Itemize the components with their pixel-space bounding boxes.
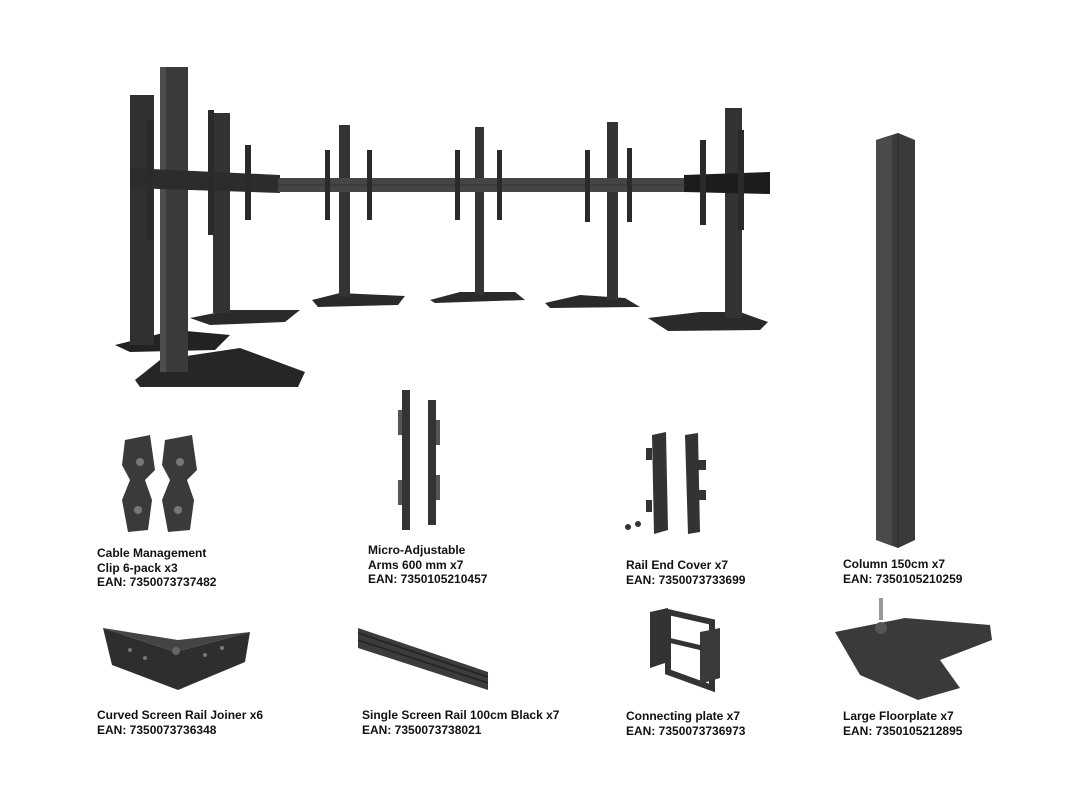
column-label: Column 150cm x7 EAN: 7350105210259 (843, 557, 962, 586)
part-name-line: Connecting plate x7 (626, 709, 741, 723)
column-4 (339, 125, 350, 297)
column-6 (607, 122, 618, 300)
screen-rail-icon (357, 628, 489, 690)
rail-joiner-label: Curved Screen Rail Joiner x6 EAN: 735007… (97, 708, 263, 737)
ean-code: EAN: 7350073737482 (97, 575, 217, 589)
part-name-line: Clip 6-pack x3 (97, 560, 178, 575)
assembled-stand (115, 67, 770, 387)
column-7 (725, 108, 742, 318)
column-5 (475, 127, 484, 295)
floorplate-6 (545, 295, 640, 308)
ean-code: EAN: 7350105212895 (843, 723, 963, 738)
floorplate-3 (190, 310, 300, 325)
rail-end-cover-label: Rail End Cover x7 EAN: 7350073733699 (626, 558, 745, 587)
column-icon (876, 133, 915, 548)
floorplate-7 (648, 312, 768, 331)
ean-code: EAN: 7350073736973 (626, 723, 746, 738)
cable-clip-icon (122, 435, 197, 532)
screen-rail-label: Single Screen Rail 100cm Black x7 EAN: 7… (362, 708, 559, 737)
rail-end-cover-icon (625, 432, 706, 534)
arm (147, 120, 153, 240)
ean-code: EAN: 7350105210259 (843, 571, 963, 586)
part-name-line: Large Floorplate x7 (843, 709, 954, 723)
part-name-line: Arms 600 mm x7 (368, 557, 464, 572)
part-name-line: Curved Screen Rail Joiner x6 (97, 708, 264, 722)
floorplate-4 (312, 293, 405, 307)
connecting-plate-icon (650, 608, 720, 693)
rail-left (130, 168, 280, 193)
rail-joiner-icon (103, 628, 250, 690)
column-3 (213, 113, 230, 313)
ean-code: EAN: 7350105210457 (368, 572, 488, 586)
ean-code: EAN: 7350073738021 (362, 722, 482, 737)
part-name-line: Cable Management (97, 546, 207, 560)
floorplate-icon (835, 598, 992, 700)
floorplate-5 (430, 292, 525, 303)
cable-clip-label: Cable Management Clip 6-pack x3 EAN: 735… (97, 546, 216, 590)
part-name-line: Column 150cm x7 (843, 557, 946, 571)
part-name-line: Single Screen Rail 100cm Black x7 (362, 708, 560, 722)
rail-right (684, 172, 770, 194)
connecting-plate-label: Connecting plate x7 EAN: 7350073736973 (626, 709, 745, 738)
part-name-line: Micro-Adjustable (368, 543, 466, 557)
micro-arm-icon (398, 390, 440, 530)
floorplate-label: Large Floorplate x7 EAN: 7350105212895 (843, 709, 962, 738)
ean-code: EAN: 7350073736348 (97, 722, 217, 737)
part-name-line: Rail End Cover x7 (626, 558, 729, 572)
ean-code: EAN: 7350073733699 (626, 572, 746, 587)
micro-arms-label: Micro-Adjustable Arms 600 mm x7 EAN: 735… (368, 543, 487, 587)
